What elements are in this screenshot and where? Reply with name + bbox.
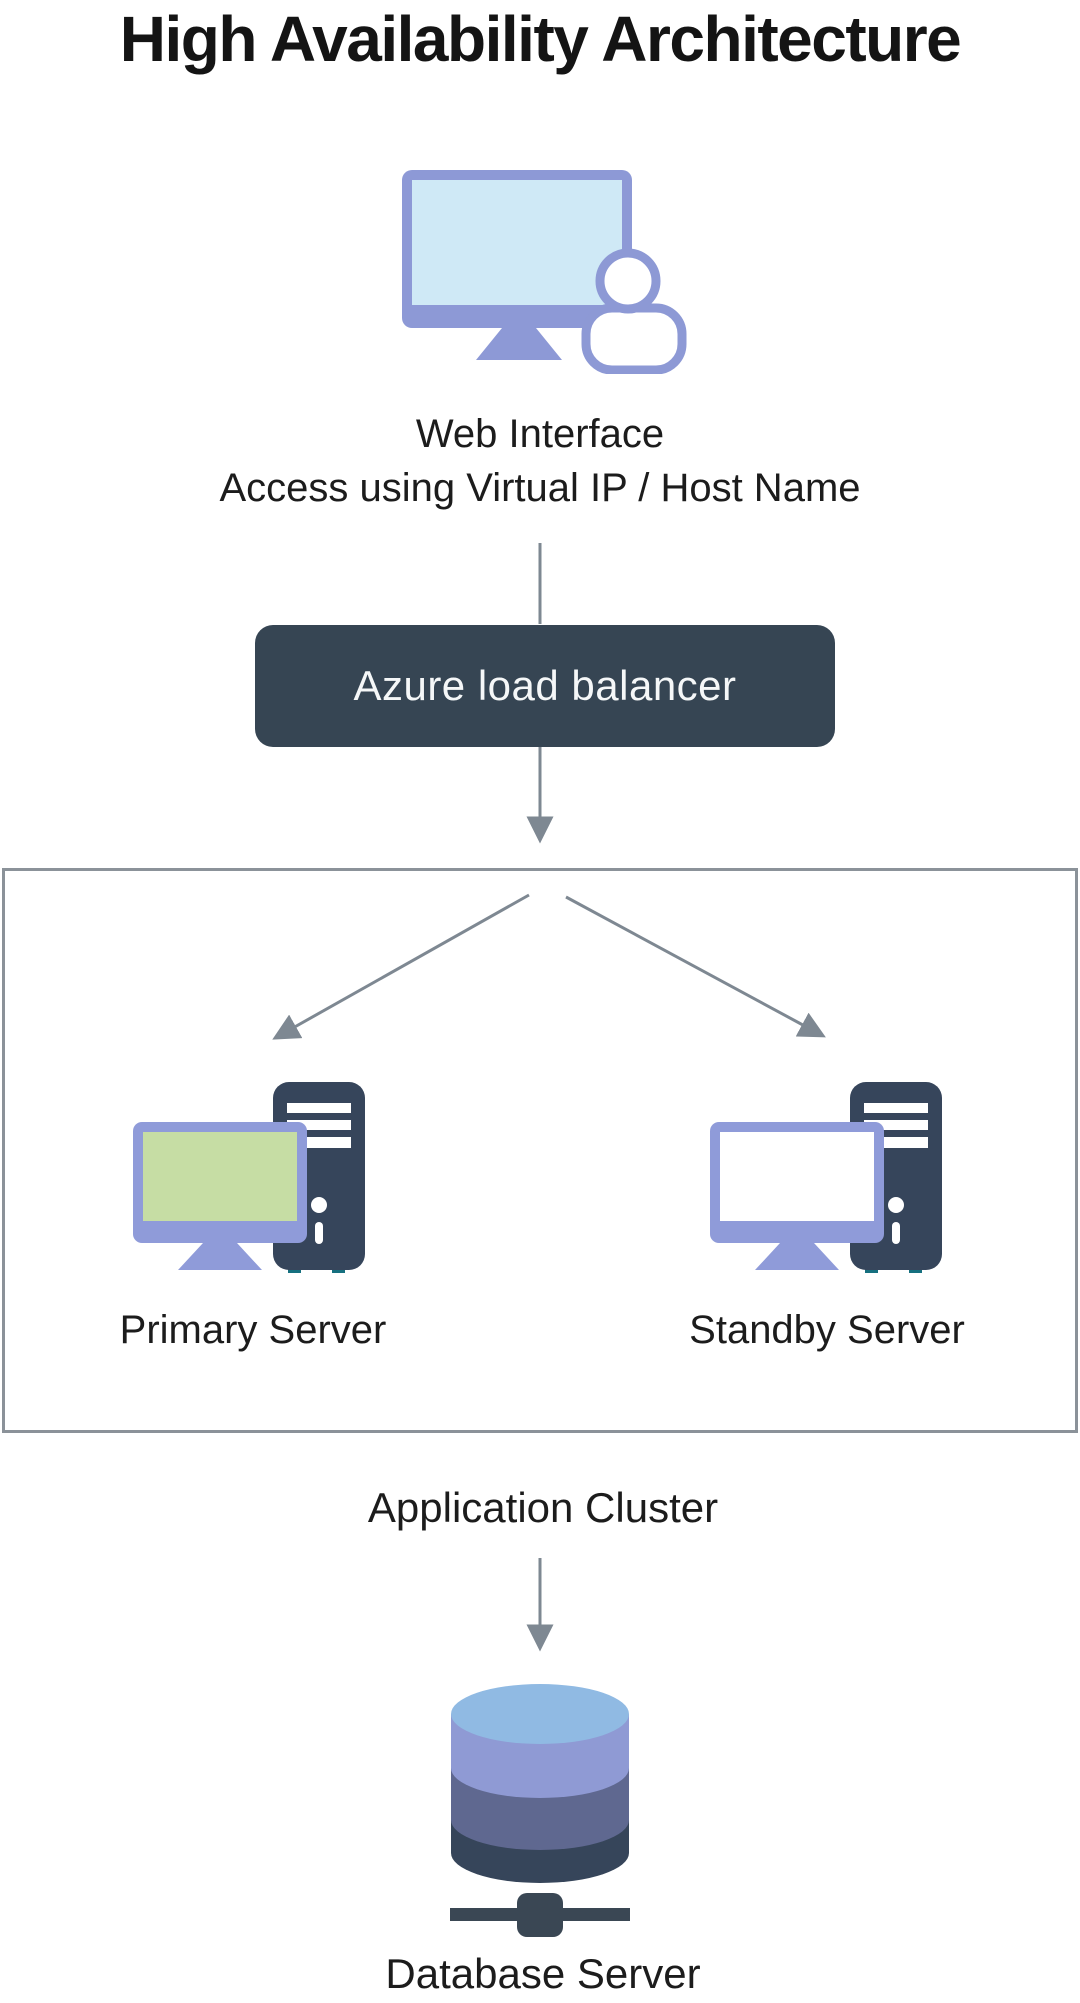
user-icon [581, 248, 687, 374]
database-server-label: Database Server [385, 1950, 701, 1997]
load-balancer-label: Azure load balancer [353, 662, 737, 709]
tower-slot [892, 1222, 900, 1244]
monitor-stand [476, 328, 562, 360]
tower-button [311, 1197, 327, 1213]
edge-cluster-standby [565, 895, 826, 1038]
primary-server-icon [133, 1082, 365, 1273]
monitor-stand [178, 1243, 262, 1270]
db-layer-top [451, 1684, 629, 1744]
monitor-screen [720, 1132, 874, 1221]
application-cluster-label: Application Cluster [367, 1484, 719, 1531]
page-title: High Availability Architecture [119, 3, 962, 75]
standby-server-label: Standby Server [689, 1308, 965, 1352]
web-interface-sublabel: Access using Virtual IP / Host Name [219, 466, 861, 510]
web-interface-label: Web Interface [415, 412, 665, 456]
tower-vent [864, 1120, 928, 1130]
monitor-screen [143, 1132, 297, 1221]
load-balancer-node: Azure load balancer [255, 625, 835, 747]
edge-cluster-primary [272, 893, 530, 1040]
monitor-screen [412, 180, 622, 305]
tower-button [888, 1197, 904, 1213]
web-interface-icon [402, 170, 687, 374]
tower-vent [864, 1103, 928, 1113]
tower-vent [864, 1137, 928, 1148]
tower-vent [287, 1120, 351, 1130]
primary-server-label: Primary Server [119, 1308, 387, 1352]
database-icon [450, 1684, 630, 1937]
monitor-stand [755, 1243, 839, 1270]
application-cluster-box [2, 868, 1078, 1433]
tower-vent [287, 1137, 351, 1148]
tower-vent [287, 1103, 351, 1113]
tower-slot [315, 1222, 323, 1244]
network-node-icon [517, 1893, 563, 1937]
standby-server-icon [710, 1082, 942, 1273]
